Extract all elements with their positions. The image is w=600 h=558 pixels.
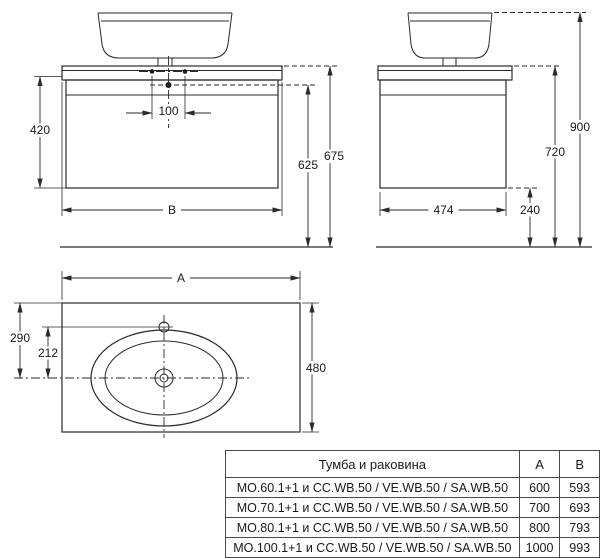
model-name: MO.60.1+1 и CC.WB.50 / VE.WB.50 / SA.WB.… (225, 477, 520, 498)
countertop-front (61, 65, 283, 81)
dim-label-100: 100 (158, 104, 178, 118)
dim-b-value: 993 (559, 537, 600, 558)
dim-240: 240 (508, 187, 545, 248)
dim-b-value: 693 (559, 497, 600, 518)
top-view: A 290 212 480 (6, 271, 331, 438)
dim-625: 625 (293, 84, 323, 248)
dim-label-900: 900 (570, 120, 590, 134)
table-header-name: Тумба и раковина (225, 450, 520, 478)
dim-label-B: B (168, 203, 176, 217)
table-header-row: Тумба и раковина A B (225, 450, 600, 478)
countertop-side (377, 65, 513, 81)
dim-label-474: 474 (433, 203, 453, 217)
table-header-b: B (559, 450, 600, 478)
basin-side (407, 12, 493, 66)
dim-a-value: 1000 (518, 537, 561, 558)
dim-290: 290 (6, 302, 62, 379)
dim-label-675: 675 (324, 149, 344, 163)
dim-b-value: 593 (559, 477, 600, 498)
countertop-top-outline (61, 302, 301, 433)
table-row: MO.100.1+1 и CC.WB.50 / VE.WB.50 / SA.WB… (225, 537, 600, 558)
table-row: MO.80.1+1 и CC.WB.50 / VE.WB.50 / SA.WB.… (225, 517, 600, 538)
table-header-a: A (518, 450, 561, 478)
cabinet-front (65, 79, 279, 189)
dim-label-240: 240 (520, 203, 540, 217)
dim-720: 720 (514, 65, 570, 248)
dim-label-720: 720 (545, 145, 565, 159)
dim-420: 420 (25, 76, 66, 189)
dim-label-290: 290 (10, 331, 30, 345)
side-view: 474 240 720 900 (376, 12, 595, 248)
dim-474: 474 (379, 192, 507, 217)
dim-A: A (61, 271, 301, 300)
dim-B: B (61, 82, 283, 217)
dim-label-480: 480 (306, 361, 326, 375)
spec-table: Тумба и раковина A B MO.60.1+1 и CC.WB.5… (225, 450, 600, 558)
dim-a-value: 600 (518, 477, 561, 498)
dim-900: 900 (494, 12, 595, 248)
dim-a-value: 700 (518, 497, 561, 518)
cabinet-side (379, 79, 507, 189)
dim-label-420: 420 (30, 123, 50, 137)
table-row: MO.70.1+1 и CC.WB.50 / VE.WB.50 / SA.WB.… (225, 497, 600, 518)
dim-label-625: 625 (298, 158, 318, 172)
dim-100: 100 (126, 76, 211, 119)
dim-675: 675 (284, 65, 349, 248)
dim-480: 480 (301, 302, 331, 433)
dim-label-212: 212 (38, 346, 58, 360)
dim-b-value: 793 (559, 517, 600, 538)
faucet-holes-front (139, 69, 198, 74)
table-row: MO.60.1+1 и CC.WB.50 / VE.WB.50 / SA.WB.… (225, 477, 600, 498)
basin-front (97, 12, 233, 66)
model-name: MO.100.1+1 и CC.WB.50 / VE.WB.50 / SA.WB… (225, 537, 520, 558)
dim-label-A: A (177, 271, 185, 285)
dim-a-value: 800 (518, 517, 561, 538)
model-name: MO.80.1+1 и CC.WB.50 / VE.WB.50 / SA.WB.… (225, 517, 520, 538)
model-name: MO.70.1+1 и CC.WB.50 / VE.WB.50 / SA.WB.… (225, 497, 520, 518)
dim-212: 212 (35, 326, 61, 379)
front-view: 420 100 B 625 675 (25, 12, 349, 248)
